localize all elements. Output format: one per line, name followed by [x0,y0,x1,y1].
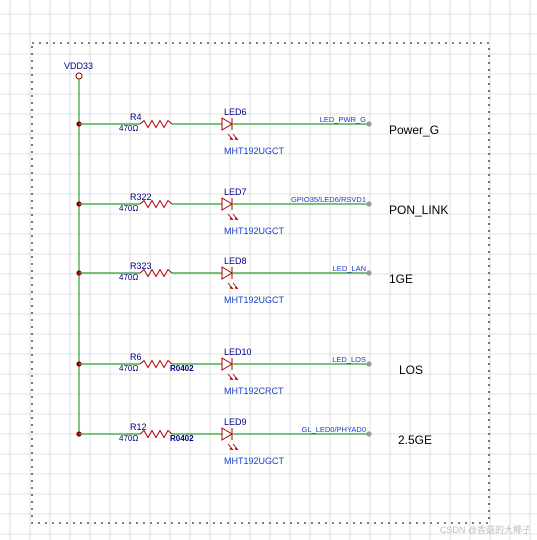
net-endpoint [366,270,372,276]
light-arrowhead [229,286,233,289]
led-part-number: MHT192CRCT [224,386,284,396]
net-label: LED_LOS [332,355,366,364]
led-ref: LED7 [224,187,247,197]
resistor-symbol [139,429,173,439]
led-symbol [221,117,233,131]
resistor-symbol [139,199,173,209]
led-symbol [221,427,233,441]
light-arrowhead [229,217,233,220]
light-arrowhead [234,447,238,450]
led-part-number: MHT192UGCT [224,456,285,466]
net-label: LED_PWR_G [320,115,366,124]
light-arrowhead [234,217,238,220]
net-endpoint [366,361,372,367]
port-label: LOS [399,363,423,377]
led-symbol [221,197,233,211]
led-part-number: MHT192UGCT [224,226,285,236]
watermark: CSDN @香菇的大椰子 [440,524,531,535]
resistor-value: 470Ω [119,273,138,282]
light-arrowhead [234,286,238,289]
led-symbol [221,357,233,371]
net-endpoint [366,121,372,127]
net-label: LED_LAN [333,264,366,273]
sheet-frame [31,42,490,524]
led-ref: LED9 [224,417,247,427]
led-ref: LED6 [224,107,247,117]
resistor-value: 470Ω [119,434,138,443]
light-arrowhead [229,447,233,450]
port-label: 1GE [389,272,413,286]
resistor-symbol [139,359,173,369]
resistor-ref: R12 [130,422,147,432]
resistor-symbol [139,119,173,129]
port-label: 2.5GE [398,433,432,447]
led-part-number: MHT192UGCT [224,146,285,156]
port-label: PON_LINK [389,203,448,217]
resistor-value: 470Ω [119,204,138,213]
resistor-footprint: R0402 [170,364,194,373]
power-rail-terminal [75,72,83,80]
net-endpoint [366,431,372,437]
light-arrowhead [234,377,238,380]
led-ref: LED10 [224,347,252,357]
resistor-ref: R322 [130,192,152,202]
resistor-value: 470Ω [119,364,138,373]
port-label: Power_G [389,123,439,137]
resistor-ref: R4 [130,112,142,122]
resistor-value: 470Ω [119,124,138,133]
light-arrowhead [229,137,233,140]
resistor-symbol [139,268,173,278]
resistor-footprint: R0402 [170,434,194,443]
power-rail-label: VDD33 [64,61,93,71]
led-symbol [221,266,233,280]
resistor-ref: R6 [130,352,142,362]
led-part-number: MHT192UGCT [224,295,285,305]
net-label: GL_LED0/PHYAD0 [302,425,366,434]
light-arrowhead [234,137,238,140]
resistor-ref: R323 [130,261,152,271]
light-arrowhead [229,377,233,380]
net-endpoint [366,201,372,207]
net-label: GPIO35/LED6/RSVD1 [291,195,366,204]
led-ref: LED8 [224,256,247,266]
